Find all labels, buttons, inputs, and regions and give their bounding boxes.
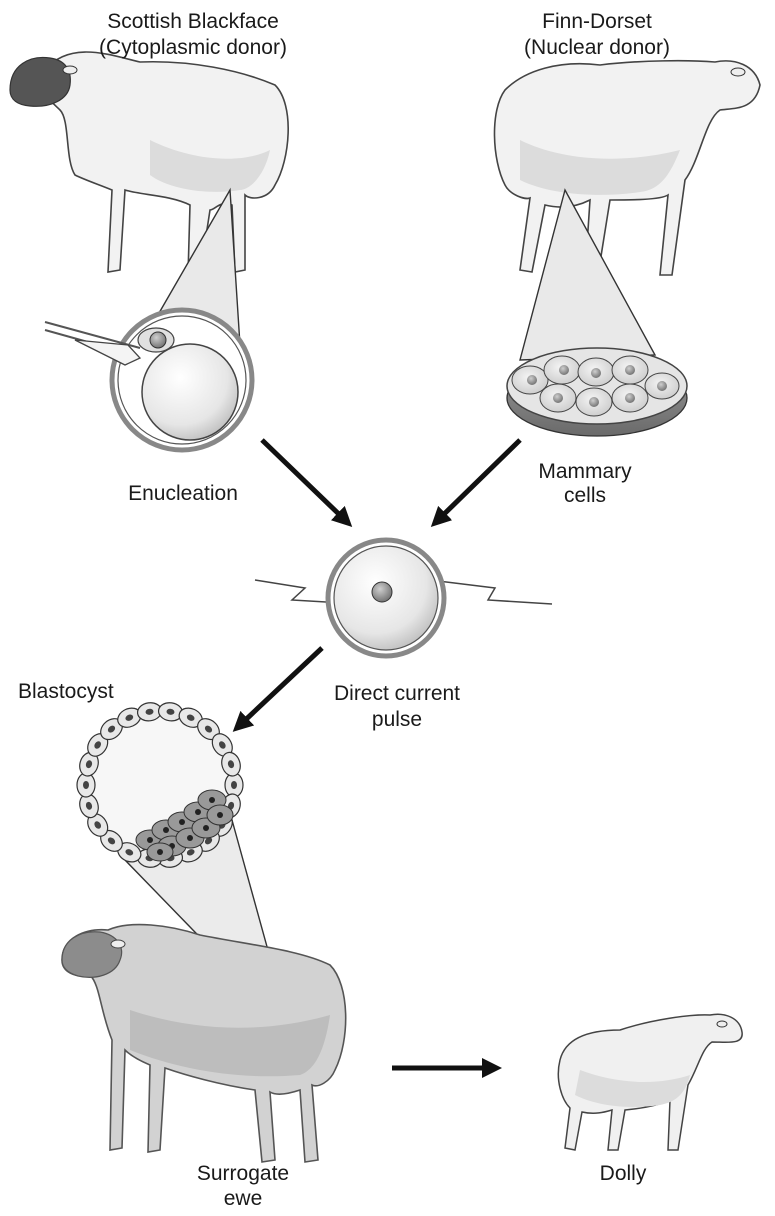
label-mammary-cells: cells bbox=[564, 484, 606, 507]
label-blastocyst: Blastocyst bbox=[18, 680, 114, 703]
mammary-cell-dish bbox=[507, 348, 687, 436]
blastocyst bbox=[77, 701, 243, 869]
finn-dorset-sheep bbox=[494, 61, 760, 275]
label-mammary: Mammary bbox=[538, 460, 632, 483]
label-enucleation: Enucleation bbox=[128, 482, 238, 505]
trophoblast-cell-icon bbox=[77, 773, 95, 797]
label-pulse: Direct current bbox=[334, 682, 460, 705]
fused-egg bbox=[255, 540, 552, 656]
arrow-mammary-to-egg bbox=[438, 440, 520, 520]
blackface-sheep bbox=[10, 52, 288, 275]
label-dolly: Dolly bbox=[600, 1162, 647, 1185]
surrogate-ewe bbox=[62, 925, 346, 1162]
dolly-lamb bbox=[558, 1014, 742, 1150]
trophoblast-cell-icon bbox=[225, 773, 243, 797]
surrogate-face-icon bbox=[62, 932, 122, 978]
arrow-enucleation-to-egg bbox=[262, 440, 345, 520]
label-surrogate: Surrogate bbox=[197, 1162, 289, 1185]
electrode-right-icon bbox=[430, 580, 552, 604]
label-finn-name: Finn-Dorset bbox=[542, 10, 652, 33]
label-pulse-2: pulse bbox=[372, 708, 422, 731]
label-finn-role: (Nuclear donor) bbox=[524, 36, 670, 59]
enucleation-egg bbox=[45, 310, 252, 450]
black-face-icon bbox=[10, 57, 70, 106]
label-blackface-role: (Cytoplasmic donor) bbox=[99, 36, 287, 59]
label-blackface-name: Scottish Blackface bbox=[107, 10, 279, 33]
arrow-egg-to-blastocyst bbox=[240, 648, 322, 725]
label-ewe: ewe bbox=[224, 1187, 263, 1210]
